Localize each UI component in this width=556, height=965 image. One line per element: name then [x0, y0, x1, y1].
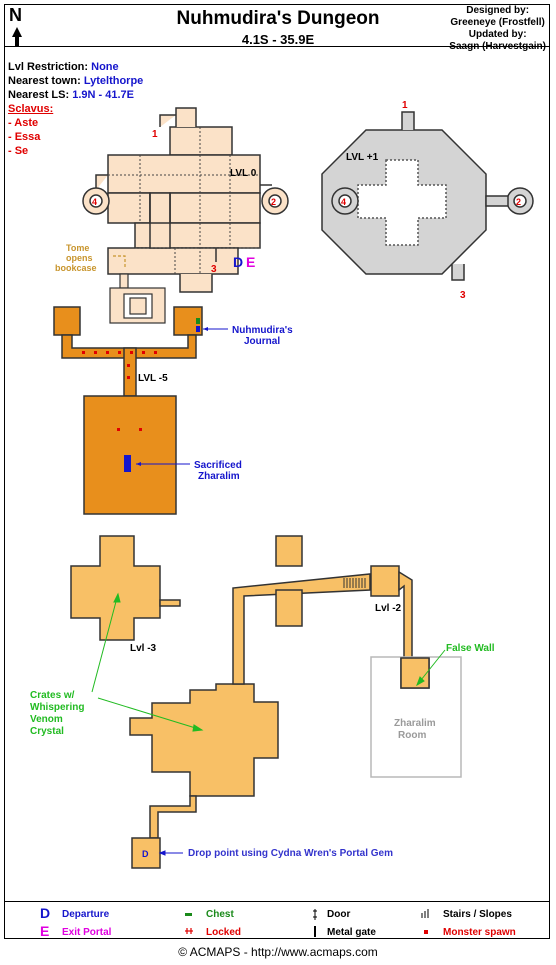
- zharalim-room-line: Room: [398, 730, 426, 741]
- town-row: Nearest town: Lytelthorpe: [8, 75, 143, 87]
- crates-line: Venom: [30, 714, 63, 725]
- legend-divider: [4, 901, 550, 902]
- marker-4: 4: [92, 197, 97, 207]
- stairs: [343, 578, 366, 588]
- level-minus3-labels: Lvl -3 Lvl -2 False Wall Crates w/ Whisp…: [30, 603, 495, 859]
- credits-line: Greeneye (Frostfell): [450, 17, 545, 28]
- lifestone-label: Nearest LS:: [8, 89, 70, 101]
- stairs-legend-label: Stairs / Slopes: [443, 909, 512, 920]
- level0-corridors: [95, 107, 272, 293]
- legend-icons: [185, 909, 429, 937]
- chest-marker: [196, 318, 200, 324]
- boss-item: - Essa: [8, 131, 41, 143]
- exit-portal-marker: E: [246, 254, 255, 270]
- restriction-value: None: [91, 61, 119, 73]
- credits: Designed by: Greeneye (Frostfell) Update…: [449, 5, 546, 53]
- level0-label: LVL 0: [230, 168, 257, 179]
- tome-label: Tome opens bookcase: [55, 243, 97, 273]
- spawn-legend-label: Monster spawn: [443, 927, 516, 938]
- restriction-label: Lvl Restriction:: [8, 61, 89, 73]
- marker-2: 2: [271, 197, 276, 207]
- marker-1: 1: [402, 100, 408, 111]
- town-label: Nearest town:: [8, 75, 81, 87]
- map-frame: [4, 4, 550, 939]
- departure-legend-key: D: [40, 905, 51, 921]
- boss-title: Sclavus:: [8, 103, 54, 115]
- level-minus5-labels: LVL -5 Nuhmudira's Journal Sacrificed Zh…: [138, 325, 293, 482]
- level-plus1-labels: LVL +1 1 4 2 3: [341, 100, 521, 301]
- green-arrows: [91, 592, 446, 732]
- chest-legend-icon: [185, 913, 192, 916]
- sacrificed-line: Zharalim: [198, 471, 240, 482]
- spawn-markers: [82, 351, 157, 431]
- header-divider: [4, 46, 550, 47]
- departure-legend-label: Departure: [62, 909, 110, 920]
- locked-legend-icon: [185, 928, 193, 934]
- level-plus1-area: [321, 111, 534, 281]
- crates-line: Crates w/: [30, 690, 75, 701]
- boss-item: - Aste: [8, 117, 39, 129]
- tome-stairs: [109, 255, 166, 324]
- drop-point-arrow: [158, 850, 183, 856]
- level-minus2-label: Lvl -2: [375, 603, 402, 614]
- page-title: Nuhmudira's Dungeon: [176, 8, 380, 29]
- credits-line: Updated by:: [468, 29, 527, 40]
- false-wall-label: False Wall: [446, 643, 495, 654]
- drop-point-label: Drop point using Cydna Wren's Portal Gem: [188, 848, 393, 859]
- marker-1: 1: [152, 129, 158, 140]
- zharalim-room-line: Zharalim: [394, 718, 436, 729]
- door-legend-icon: [313, 909, 317, 920]
- zharalim-room: Zharalim Room: [370, 656, 462, 778]
- boss-item: - Se: [8, 145, 29, 157]
- drop-point-marker: D: [142, 849, 149, 859]
- tome-line: Tome: [66, 243, 89, 253]
- level-minus5-area: [53, 306, 203, 515]
- credits-line: Saagn (Harvestgain): [449, 41, 546, 52]
- marker-3: 3: [460, 290, 466, 301]
- sacrificed-line: Sacrificed: [194, 460, 242, 471]
- journal-line: Nuhmudira's: [232, 325, 293, 336]
- lifestone-value: 1.9N - 41.7E: [72, 89, 134, 101]
- crates-line: Crystal: [30, 726, 64, 737]
- door-legend-label: Door: [327, 909, 351, 920]
- tome-line: opens: [66, 253, 93, 263]
- north-label: N: [9, 5, 22, 25]
- town-value: Lytelthorpe: [83, 75, 144, 87]
- level-minus3-label: Lvl -3: [130, 643, 157, 654]
- chest-legend-label: Chest: [206, 909, 234, 920]
- journal-marker: [196, 326, 200, 332]
- marker-4: 4: [341, 197, 346, 207]
- marker-3: 3: [211, 264, 217, 275]
- exit-legend-key: E: [40, 923, 50, 939]
- dungeon-coordinates: 4.1S - 35.9E: [241, 32, 315, 47]
- level-plus1-label: LVL +1: [346, 152, 379, 163]
- departure-marker: D: [233, 254, 243, 270]
- stairs-legend-icon: [421, 909, 429, 918]
- exit-legend-label: Exit Portal: [62, 927, 112, 938]
- level-minus3-area: [70, 535, 430, 869]
- copyright-footer: © ACMAPS - http://www.acmaps.com: [178, 945, 378, 959]
- credits-line: Designed by:: [466, 5, 530, 16]
- zharalim-marker: [124, 455, 131, 472]
- level0-gridlines: [108, 127, 260, 274]
- level0-area: [107, 126, 261, 275]
- spawn-legend-icon: [424, 930, 428, 934]
- metal-gate-legend-label: Metal gate: [327, 927, 376, 938]
- level-minus5-label: LVL -5: [138, 373, 168, 384]
- tome-line: bookcase: [55, 263, 97, 273]
- locked-legend-label: Locked: [206, 927, 242, 938]
- restriction-row: Lvl Restriction: None: [8, 61, 119, 73]
- level0-round-rooms: [82, 187, 289, 215]
- level0-labels: LVL 0 1 4 2 3 D E: [92, 129, 276, 275]
- lifestone-row: Nearest LS: 1.9N - 41.7E: [8, 89, 134, 101]
- crates-line: Whispering: [30, 702, 84, 713]
- journal-line: Journal: [244, 336, 280, 347]
- level-minus5-details: [82, 318, 228, 472]
- marker-2: 2: [516, 197, 521, 207]
